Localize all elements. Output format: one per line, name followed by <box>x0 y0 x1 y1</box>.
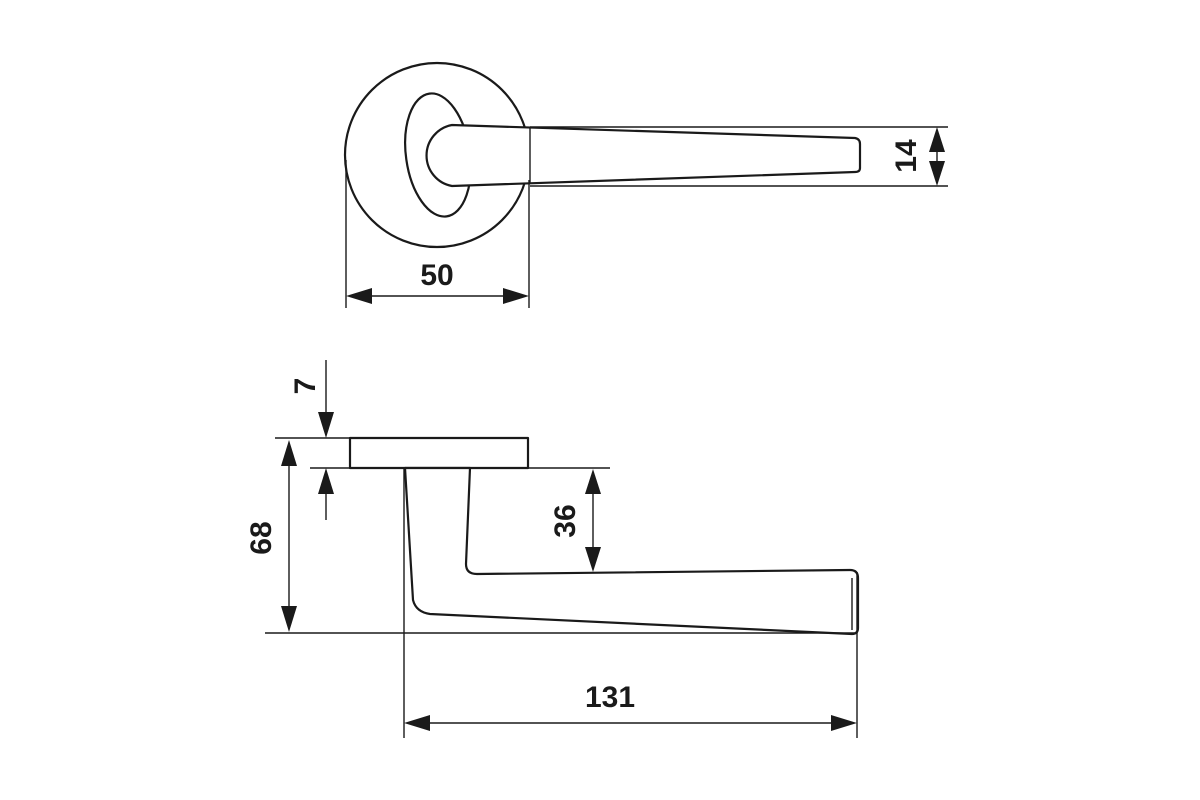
arrow-thk-up <box>318 468 334 494</box>
arrow-down <box>929 161 945 186</box>
top-view: 50 14 <box>343 61 948 308</box>
arrow-up <box>929 127 945 152</box>
lever-top-outline <box>425 123 862 188</box>
arrow-drop-down <box>585 547 601 572</box>
dim-rose-diameter: 50 <box>420 259 453 292</box>
dim-lever-width: 14 <box>890 139 923 173</box>
dim-lever-drop: 36 <box>549 504 582 537</box>
arrow-drop-up <box>585 469 601 494</box>
arrow-proj-up <box>281 440 297 466</box>
lever-side-outline <box>403 466 860 636</box>
arrow-right <box>503 288 529 304</box>
arrow-proj-down <box>281 606 297 632</box>
dim-projection: 68 <box>245 521 278 554</box>
arrow-thk-down <box>318 412 334 438</box>
arrow-left <box>346 288 372 304</box>
arrow-len-left <box>404 715 430 731</box>
arrow-len-right <box>831 715 857 731</box>
side-view: 7 68 36 131 <box>245 360 860 738</box>
dim-rose-thickness: 7 <box>289 378 322 395</box>
dim-lever-length: 131 <box>585 681 635 714</box>
rose-plate <box>348 436 530 470</box>
